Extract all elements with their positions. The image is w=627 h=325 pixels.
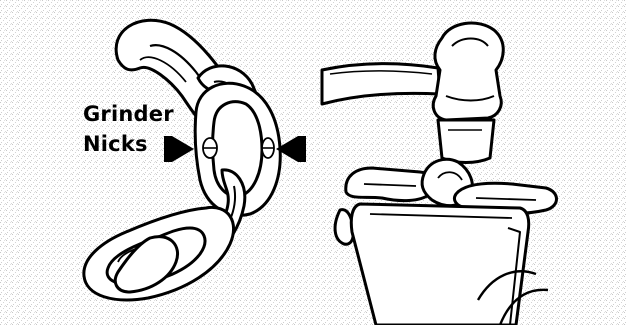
arrow-right-icon (276, 136, 298, 162)
nicks-label: Nicks (83, 132, 148, 156)
arrow-right-tail (298, 136, 306, 162)
grinder-label: Grinder (83, 102, 174, 126)
hammer-face (436, 118, 496, 164)
cut-chain (82, 18, 282, 302)
anvil (349, 202, 549, 325)
grinder-nick-arrows (164, 136, 306, 162)
arrow-left-tail (164, 136, 172, 162)
chain-link-tail (113, 235, 179, 294)
hammer-head (431, 21, 505, 122)
arrow-left-icon (172, 136, 194, 162)
anvil-body (349, 202, 531, 325)
